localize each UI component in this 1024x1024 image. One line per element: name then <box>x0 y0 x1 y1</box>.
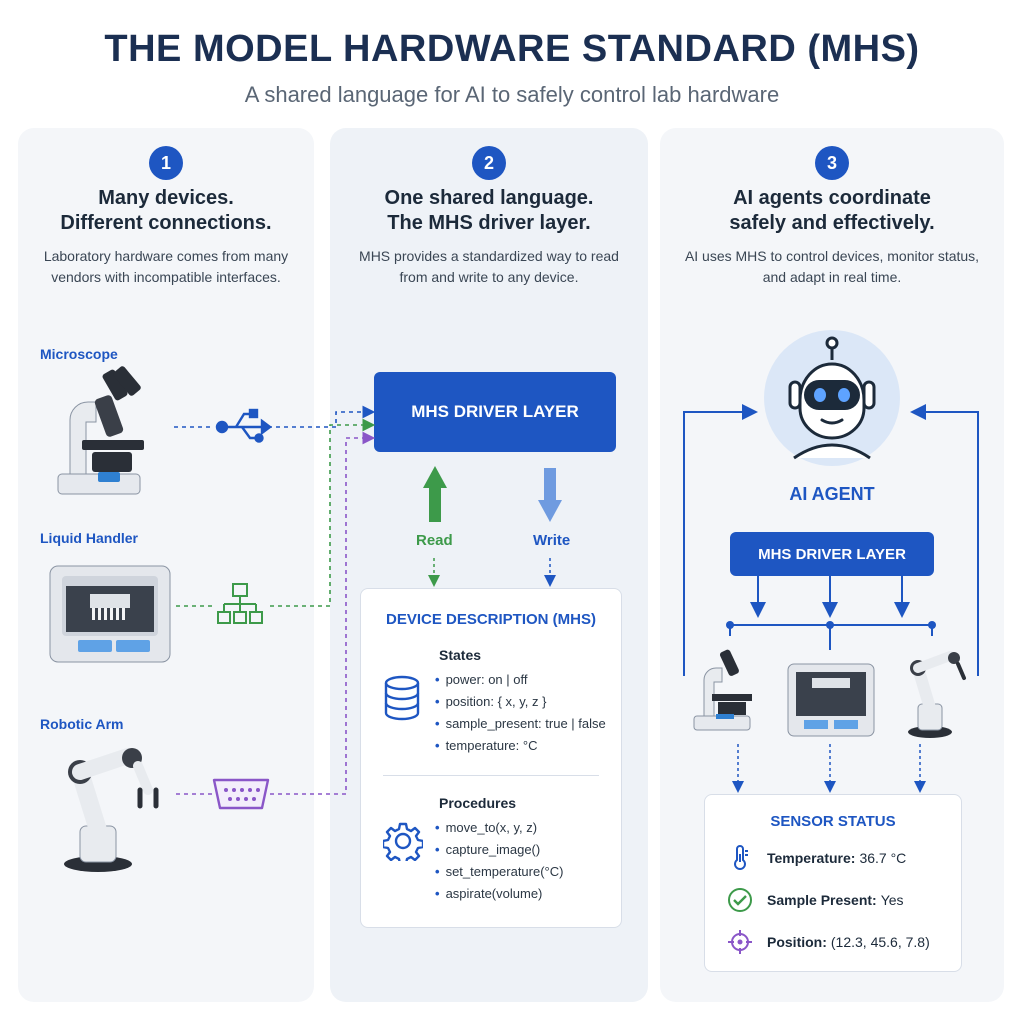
mhs-driver-layer-box-small: MHS DRIVER LAYER <box>730 532 934 576</box>
sensor-value: Yes <box>880 892 904 908</box>
microscope-illustration <box>57 366 144 495</box>
state-item: power: on | off <box>435 669 606 691</box>
procedure-item: capture_image() <box>435 839 563 861</box>
heading-line-1: Many devices. <box>98 187 234 209</box>
sensor-label: Temperature: <box>767 850 856 866</box>
write-label: Write <box>533 532 571 549</box>
panel-heading: Many devices. Different connections. <box>18 186 314 236</box>
device-description-card: DEVICE DESCRIPTION (MHS) States power: o… <box>360 588 622 928</box>
serial-port-icon <box>212 778 270 810</box>
database-icon <box>384 675 420 721</box>
ai-agent-avatar <box>764 330 900 466</box>
sensor-label: Sample Present: <box>767 892 877 908</box>
sensor-status-card: SENSOR STATUS Temperature: 36.7 °C Sampl… <box>704 794 962 972</box>
heading-line-2: safely and effectively. <box>729 212 935 234</box>
procedures-title: Procedures <box>439 795 517 811</box>
page-subtitle: A shared language for AI to safely contr… <box>244 82 780 107</box>
panel-heading: One shared language. The MHS driver laye… <box>330 186 648 236</box>
ai-agent-label: AI AGENT <box>789 484 875 504</box>
device-label-liquid-handler: Liquid Handler <box>40 530 138 546</box>
liquid-handler-small-illustration <box>787 663 875 737</box>
procedure-item: move_to(x, y, z) <box>435 817 563 839</box>
sensor-title: SENSOR STATUS <box>770 813 896 830</box>
checkmark-icon <box>728 888 752 912</box>
robot-head-icon <box>788 336 876 460</box>
card-divider <box>383 775 599 776</box>
heading-line-2: Different connections. <box>60 212 272 234</box>
heading-line-2: The MHS driver layer. <box>387 212 591 234</box>
sensor-row-temperature: Temperature: 36.7 °C <box>727 845 906 871</box>
step-number-2: 2 <box>472 146 506 180</box>
states-list: power: on | off position: { x, y, z } sa… <box>435 669 606 757</box>
procedures-list: move_to(x, y, z) capture_image() set_tem… <box>435 817 564 905</box>
panel-description: MHS provides a standardized way to read … <box>359 248 619 285</box>
panel-many-devices: 1 Many devices. Different connections. L… <box>18 128 314 1002</box>
heading-line-1: One shared language. <box>384 187 594 209</box>
sensor-row-position: Position: (12.3, 45.6, 7.8) <box>727 929 930 955</box>
page-title: THE MODEL HARDWARE STANDARD (MHS) <box>104 28 920 70</box>
network-icon <box>217 583 263 624</box>
procedure-item: aspirate(volume) <box>435 883 563 905</box>
states-title: States <box>439 647 482 663</box>
panel-ai-agents: 3 AI agents coordinate safely and effect… <box>660 128 1004 1002</box>
panel-description: Laboratory hardware comes from many vend… <box>43 248 289 285</box>
device-label-microscope: Microscope <box>40 346 118 362</box>
robotic-arm-illustration <box>64 748 159 872</box>
mhs-driver-layer-box: MHS DRIVER LAYER <box>374 372 616 452</box>
state-item: position: { x, y, z } <box>435 691 606 713</box>
panel-driver-layer: 2 One shared language. The MHS driver la… <box>330 128 648 1002</box>
crosshair-icon <box>728 930 752 954</box>
state-item: sample_present: true | false <box>435 713 606 735</box>
microscope-small-illustration <box>693 649 752 731</box>
sensor-row-sample-present: Sample Present: Yes <box>727 887 904 913</box>
read-label: Read <box>416 532 453 549</box>
panel-description: AI uses MHS to control devices, monitor … <box>684 248 980 285</box>
state-item: temperature: °C <box>435 735 606 757</box>
heading-line-1: AI agents coordinate <box>733 187 931 209</box>
card-title: DEVICE DESCRIPTION (MHS) <box>385 611 596 628</box>
panel-heading: AI agents coordinate safely and effectiv… <box>660 186 1004 236</box>
sensor-value: 36.7 °C <box>859 850 907 866</box>
read-arrow <box>423 466 447 522</box>
usb-icon <box>215 408 272 443</box>
device-label-robotic-arm: Robotic Arm <box>40 716 124 732</box>
sensor-value: (12.3, 45.6, 7.8) <box>830 934 930 950</box>
gear-icon <box>383 822 423 861</box>
thermometer-icon <box>734 845 748 870</box>
liquid-handler-illustration <box>49 565 171 663</box>
sensor-label: Position: <box>767 934 827 950</box>
step-number-3: 3 <box>815 146 849 180</box>
robotic-arm-small-illustration <box>908 651 966 738</box>
step-number-1: 1 <box>149 146 183 180</box>
procedure-item: set_temperature(°C) <box>435 861 564 883</box>
write-arrow <box>538 468 562 522</box>
